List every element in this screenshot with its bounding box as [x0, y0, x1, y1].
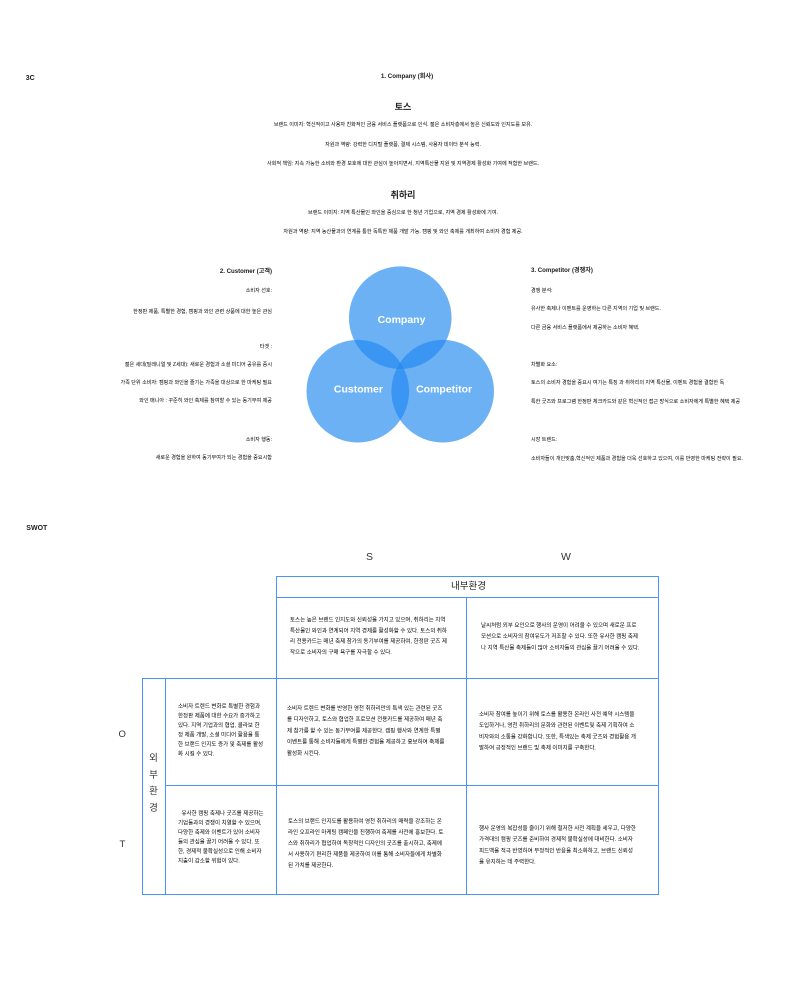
svg-text:Customer: Customer [334, 384, 383, 396]
svg-text:Competitor: Competitor [416, 384, 472, 396]
svg-text:Company: Company [378, 314, 426, 326]
